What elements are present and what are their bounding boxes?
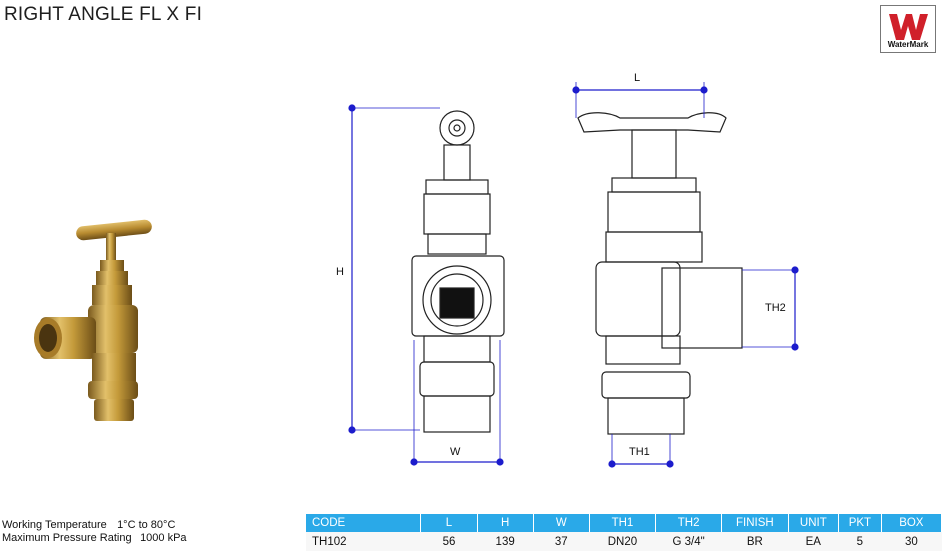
header-pkt: PKT [838,514,882,532]
temp-label: Working Temperature [2,519,107,531]
watermark-w-icon [889,14,928,40]
cell-l: 56 [420,532,478,551]
cell-code: TH102 [306,532,421,551]
temp-value: 1°C to 80°C [117,519,176,531]
dimension-l-label: L [634,72,641,84]
dimension-th1-label: TH1 [629,446,650,458]
product-table: CODE L H W TH1 TH2 FINISH UNIT PKT BOX T… [306,514,942,551]
header-h: H [477,514,534,532]
header-unit: UNIT [788,514,840,532]
cell-h: 139 [477,532,534,551]
header-th2: TH2 [655,514,723,532]
cell-pkt: 5 [838,532,882,551]
header-box: BOX [881,514,942,532]
cell-th2: G 3/4" [655,532,722,551]
cell-w: 37 [533,532,590,551]
dimension-th2-label: TH2 [765,302,786,314]
table-row: TH102 56 139 37 DN20 G 3/4" BR EA 5 30 [306,532,942,551]
header-th1: TH1 [589,514,657,532]
spec-block: Working Temperature 1°C to 80°C Maximum … [2,519,187,545]
header-finish: FINISH [721,514,789,532]
header-w: W [533,514,590,532]
product-photo [34,219,152,421]
cell-box: 30 [881,532,942,551]
pressure-label: Maximum Pressure Rating [2,532,132,544]
header-code: CODE [306,514,422,532]
technical-drawing [348,82,799,468]
cell-th1: DN20 [589,532,656,551]
cell-unit: EA [788,532,839,551]
table-header-row: CODE L H W TH1 TH2 FINISH UNIT PKT BOX [306,514,942,532]
dimension-h-label: H [336,266,344,278]
watermark-logo: WaterMark [880,5,936,53]
pressure-value: 1000 kPa [140,532,187,544]
dimension-w-label: W [450,446,461,458]
watermark-label: WaterMark [887,40,929,49]
cell-finish: BR [721,532,789,551]
header-l: L [420,514,478,532]
page-title: RIGHT ANGLE FL X FI [4,4,203,25]
